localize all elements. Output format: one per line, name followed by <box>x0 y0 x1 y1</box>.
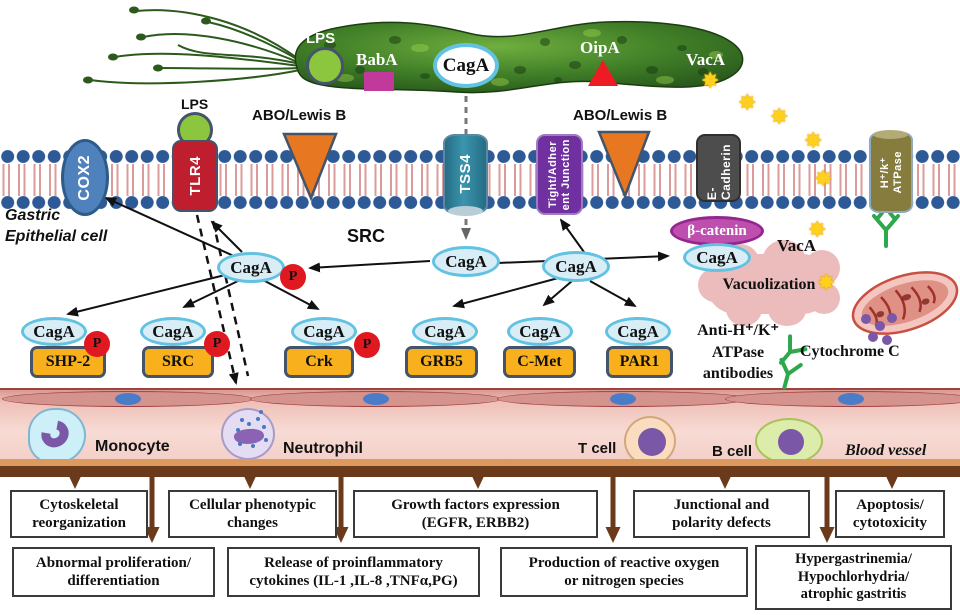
vaca-toxin-star: ✸ <box>804 128 823 153</box>
caga-par1-oval: CagA <box>605 317 671 346</box>
vaca-bacterium-label: VacA <box>686 50 726 69</box>
blood-vessel-label: Blood vessel <box>845 442 927 459</box>
abo-lewis-b-triangle-1 <box>282 132 338 202</box>
outcome-arrows <box>67 473 900 543</box>
cox2-receptor: COX2 <box>61 139 109 216</box>
caga-grb5-oval: CagA <box>412 317 478 346</box>
epithelial-nucleus <box>610 393 636 405</box>
epithelial-cell-shape <box>497 391 749 407</box>
bacterium-body <box>294 20 744 94</box>
caga-phosphorylated-oval: CagA <box>217 252 285 283</box>
caga-shp2-oval: CagA <box>21 317 87 346</box>
b-cell-label: B cell <box>712 443 753 460</box>
grb5-adaptor-box: GRB5 <box>405 346 478 378</box>
atpase-top <box>873 130 908 139</box>
src-kinase-label: SRC <box>347 226 386 246</box>
b-cell <box>755 418 823 464</box>
epithelial-nucleus <box>838 393 864 405</box>
crk-adaptor-box: Crk <box>284 346 354 378</box>
t-cell <box>624 416 676 466</box>
b-cell-nucleus <box>778 429 804 455</box>
monocyte-label: Monocyte <box>95 438 170 455</box>
t-cell-nucleus <box>638 428 666 456</box>
antibody-icon <box>779 357 803 390</box>
outcome-bar <box>0 466 960 477</box>
caga-hub-oval: CagA <box>542 251 610 282</box>
baba-adhesin <box>364 72 394 91</box>
outcome-box-phenotypic: Cellular phenotypic changes <box>168 490 337 538</box>
vaca-toxin-star: ✸ <box>738 90 757 115</box>
oipa-triangle <box>588 60 618 86</box>
epithelial-cell-shape <box>725 391 960 407</box>
caga-src-oval: CagA <box>140 317 206 346</box>
epithelial-cell-shape <box>250 391 502 407</box>
t-cell-label: T cell <box>578 440 617 457</box>
bacterium-highlights <box>336 29 723 86</box>
outcome-box-growth-factors: Growth factors expression (EGFR, ERBB2) <box>353 490 598 538</box>
par1-adaptor-box: PAR1 <box>606 346 673 378</box>
lamina-propria-tissue: Monocyte Neutrophil T cell B cell Blood … <box>0 388 960 466</box>
abo-lewis-b-triangle-2 <box>597 130 651 200</box>
neutrophil-granules <box>247 422 251 426</box>
outcome-box-proliferation: Abnormal proliferation/ differentiation <box>12 547 215 597</box>
h-k-atpase-pump: H⁺/k⁺ ATPase <box>869 130 913 213</box>
caga-crk-oval: CagA <box>291 317 357 346</box>
tss4-secretion-system: TSS4 <box>443 134 488 216</box>
tight-adherent-junction: Tight/Adher ent Junction <box>536 134 583 215</box>
beta-catenin-oval: β-catenin <box>670 216 764 246</box>
epithelial-nucleus <box>115 393 141 405</box>
epithelial-cell-shape <box>2 391 254 407</box>
cytochrome-c-label: Cytochrome C <box>800 343 900 360</box>
outcome-box-cytoskeletal: Cytoskeletal reorganization <box>10 490 148 538</box>
phosphate-badge: P <box>84 331 110 357</box>
basement-membrane-strip <box>0 459 960 467</box>
flagella-tips <box>83 6 211 84</box>
phosphate-badge: P <box>280 264 306 290</box>
mitochondrion <box>851 271 959 335</box>
vaca-toxin-star: ✸ <box>817 270 836 295</box>
e-cadherin-receptor: E-Cadherin <box>696 134 741 202</box>
epithelial-nucleus <box>363 393 389 405</box>
caga-bacterium-oval: CagA <box>433 43 499 88</box>
outcome-box-apoptosis: Apoptosis/ cytotoxicity <box>835 490 945 538</box>
neutrophil-label: Neutrophil <box>283 440 363 457</box>
abo-lewis-b-label-2: ABO/Lewis B <box>573 107 668 124</box>
phosphate-badge: P <box>204 331 230 357</box>
baba-label: BabA <box>356 50 398 69</box>
phosphate-badge: P <box>354 332 380 358</box>
vaca-toxin-star: ✸ <box>814 166 833 191</box>
src-adaptor-box: SRC <box>142 346 214 378</box>
tss4-base <box>448 206 483 216</box>
outcome-box-ros: Production of reactive oxygen or nitroge… <box>500 547 748 597</box>
cmet-adaptor-box: C-Met <box>503 346 576 378</box>
lps-molecule <box>306 47 344 85</box>
outcome-box-cytokines: Release of proinflammatory cytokines (IL… <box>227 547 480 597</box>
caga-beta-catenin-oval: CagA <box>683 243 751 272</box>
monocyte-cell <box>28 408 86 464</box>
anti-atpase-antibodies-label: Anti-H⁺/K⁺ ATPase antibodies <box>697 322 779 383</box>
cytochrome-c-dots <box>861 313 897 345</box>
lps-membrane-label: LPS <box>181 96 209 112</box>
caga-cmet-oval: CagA <box>507 317 573 346</box>
vacuolization-label: Vacuolization <box>722 276 816 293</box>
flagella <box>89 9 303 85</box>
caga-tss4-oval: CagA <box>432 246 500 277</box>
tlr4-receptor: TLR4 <box>172 140 218 212</box>
outcome-box-gastritis: Hypergastrinemia/ Hypochlorhydria/ atrop… <box>755 545 952 610</box>
vaca-toxin-star: ✸ <box>808 217 827 242</box>
bacterium-mottling <box>324 36 708 83</box>
outcome-box-junctional: Junctional and polarity defects <box>633 490 810 538</box>
lps-bacterium-label: LPS <box>306 30 336 47</box>
gastric-epithelial-cell-label: Gastric Epithelial cell <box>5 207 108 245</box>
abo-lewis-b-label-1: ABO/Lewis B <box>252 107 347 124</box>
vaca-free-label: VacA <box>777 236 817 255</box>
tlr4-dashed-arrows <box>195 214 250 385</box>
vaca-toxin-star: ✸ <box>701 68 720 93</box>
antibody-icon <box>872 211 900 248</box>
oipa-label: OipA <box>580 38 620 57</box>
vaca-toxin-star: ✸ <box>770 104 789 129</box>
